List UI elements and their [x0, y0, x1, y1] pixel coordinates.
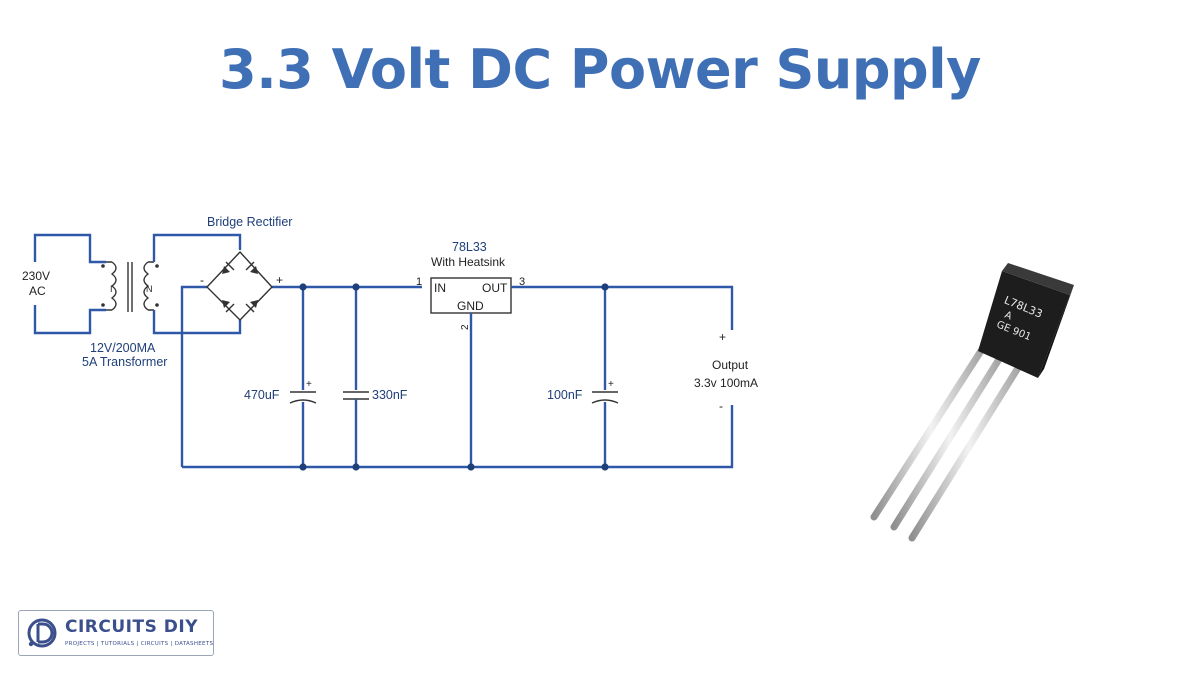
transformer-secondary-mark: N	[146, 284, 153, 294]
rectifier-label: Bridge Rectifier	[207, 215, 292, 229]
junction-dots	[299, 283, 609, 471]
bridge-rectifier	[206, 250, 273, 321]
cap3-label: 100nF	[547, 388, 583, 402]
output-rating-label: 3.3v 100mA	[694, 376, 758, 390]
source-type-label: AC	[29, 284, 46, 298]
regulator-leads	[870, 336, 1030, 542]
regulator-part-label: 78L33	[452, 240, 487, 254]
circuits-diy-logo[interactable]: CIRCUITS DIY PROJECTS | TUTORIALS | CIRC…	[18, 610, 214, 656]
secondary-wires	[152, 233, 422, 467]
pin-gnd-label: GND	[457, 299, 484, 313]
logo-tagline: PROJECTS | TUTORIALS | CIRCUITS | DATASH…	[65, 641, 214, 647]
output-plus-mark: +	[719, 330, 726, 344]
regulator-78l33	[430, 277, 734, 467]
page-title: 3.3 Volt DC Power Supply	[219, 38, 981, 101]
logo-icon	[27, 618, 57, 648]
cap1-plus-mark: +	[306, 379, 312, 390]
rectifier-minus-label: -	[200, 273, 204, 287]
rectifier-plus-label: +	[276, 273, 283, 287]
capacitor-470uf	[289, 287, 317, 467]
pin-gnd-number: 2	[460, 324, 471, 330]
pin-out-number: 3	[519, 276, 525, 288]
regulator-photo: L78L33 A GE 901	[870, 263, 1074, 542]
pin-in-label: IN	[434, 281, 446, 295]
regulator-note-label: With Heatsink	[431, 255, 506, 269]
capacitor-100nf	[591, 287, 619, 467]
ac-source-wires	[33, 233, 106, 335]
pin-out-label: OUT	[482, 281, 508, 295]
transformer-name-label: 5A Transformer	[82, 355, 167, 369]
transformer-rating-label: 12V/200MA	[90, 341, 156, 355]
output-terminals	[182, 405, 734, 469]
output-minus-mark: -	[719, 399, 723, 413]
transformer	[101, 261, 159, 312]
capacitor-330nf	[343, 287, 369, 467]
logo-name: CIRCUITS DIY	[65, 617, 199, 637]
marking-line2: A	[1003, 310, 1014, 323]
transformer-primary-mark: I	[110, 284, 113, 294]
regulator-body	[978, 263, 1074, 378]
source-voltage-label: 230V	[22, 269, 50, 283]
cap1-label: 470uF	[244, 388, 280, 402]
cap2-label: 330nF	[372, 388, 408, 402]
cap3-plus-mark: +	[608, 379, 614, 390]
pin-in-number: 1	[416, 276, 422, 288]
output-label: Output	[712, 358, 749, 372]
